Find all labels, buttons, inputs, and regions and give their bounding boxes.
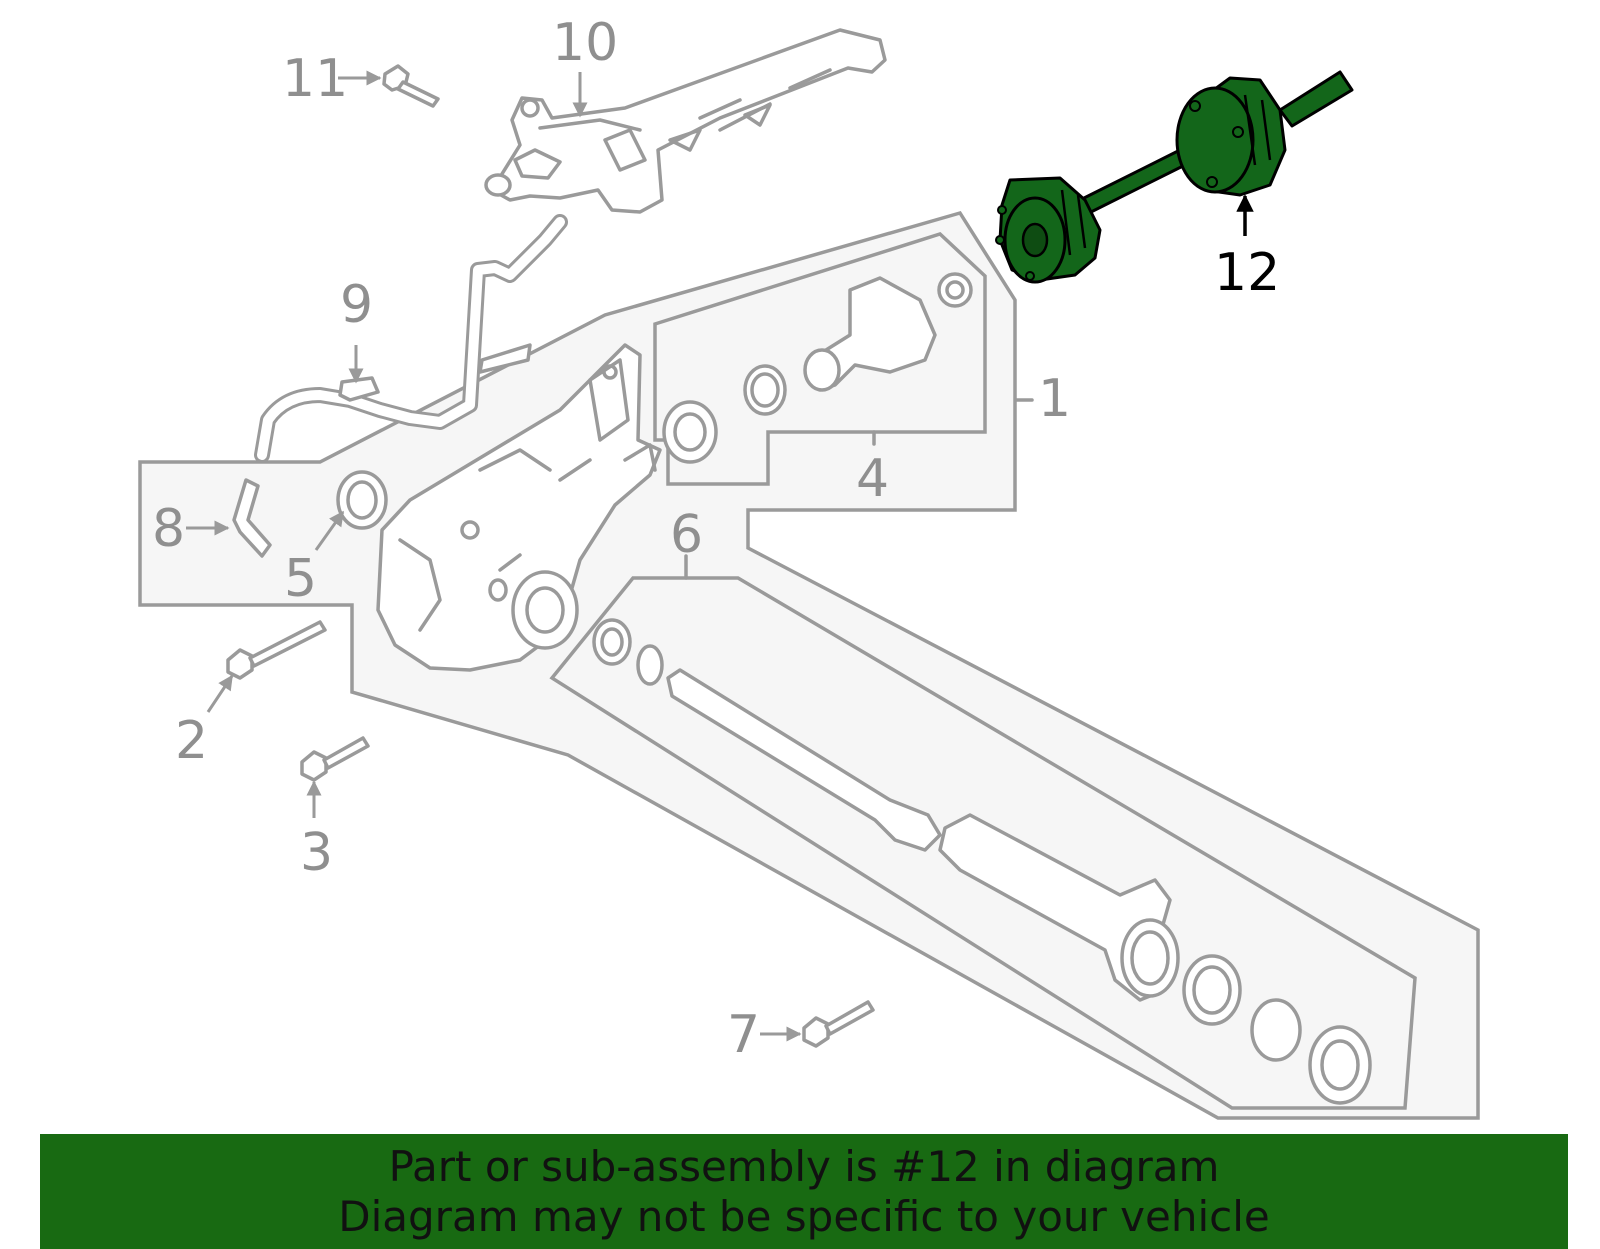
parts-diagram: 1 2 3 4 5 6 7 8 9 10 11 12 [138, 13, 1480, 1120]
crossmember-bracket [484, 28, 887, 214]
notice-line-disclaimer: Diagram may not be specific to your vehi… [338, 1191, 1270, 1241]
callout-6: 6 [670, 505, 703, 565]
callout-8: 8 [152, 499, 185, 559]
shaft-kit-parts [592, 618, 1372, 1105]
callout-1: 1 [1038, 369, 1071, 429]
callout-12: 12 [1214, 243, 1280, 303]
callout-labels: 1 2 3 4 5 6 7 8 9 10 11 12 [152, 13, 1280, 1065]
bolt-3 [300, 736, 370, 782]
notice-banner: Part or sub-assembly is #12 in diagram D… [40, 1134, 1568, 1249]
vent-hose [254, 214, 568, 463]
half-shaft-assembly [995, 70, 1354, 284]
seal-5 [336, 470, 388, 530]
breather-fitting [232, 478, 272, 558]
seal-kit-parts [662, 272, 973, 464]
bolt-7 [802, 1000, 875, 1048]
callout-3: 3 [300, 823, 333, 883]
bolt-11 [382, 64, 440, 108]
callout-9: 9 [340, 275, 373, 335]
callout-7: 7 [727, 1005, 760, 1065]
callout-2: 2 [175, 711, 208, 771]
callout-5: 5 [284, 549, 317, 609]
bolt-2 [226, 620, 327, 680]
callout-11: 11 [282, 49, 348, 109]
differential-housing [376, 343, 662, 672]
callout-4: 4 [856, 449, 889, 509]
callout-10: 10 [552, 13, 618, 73]
notice-line-part: Part or sub-assembly is #12 in diagram [388, 1141, 1220, 1191]
leader-lines [186, 70, 1254, 1042]
